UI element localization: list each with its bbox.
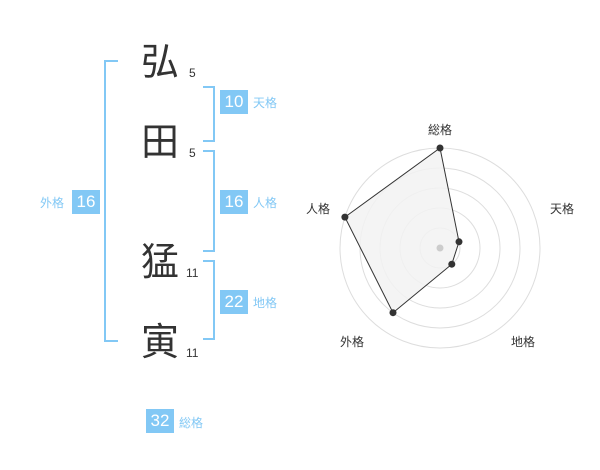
radar-axis-label-tenkaku: 天格 xyxy=(550,202,575,216)
stroke-count-1: 5 xyxy=(189,66,196,80)
radar-chart xyxy=(339,144,541,349)
radar-point-4 xyxy=(389,309,397,317)
gaikaku-bracket xyxy=(104,60,118,342)
soukaku-label: 総格 xyxy=(179,416,204,430)
radar-series-polygon xyxy=(344,147,460,314)
name-char-2: 田 xyxy=(140,120,179,164)
radar-axis-label-jinkaku: 人格 xyxy=(306,202,331,216)
chikaku-value-badge: 22 xyxy=(220,290,248,314)
radar-axis-label-chikaku: 地格 xyxy=(511,335,536,349)
name-char-1: 弘 xyxy=(140,40,179,84)
radar-center-dot xyxy=(436,244,444,252)
soukaku-value-badge: 32 xyxy=(146,409,174,433)
jinkaku-label: 人格 xyxy=(253,196,278,210)
tenkaku-bracket xyxy=(203,86,215,142)
chikaku-label: 地格 xyxy=(253,296,278,310)
radar-point-2 xyxy=(455,238,463,246)
radar-axis-label-soukaku: 総格 xyxy=(428,123,453,137)
chikaku-bracket xyxy=(203,260,215,340)
radar-point-1 xyxy=(436,144,444,152)
stroke-count-2: 5 xyxy=(189,146,196,160)
tenkaku-value-badge: 10 xyxy=(220,90,248,114)
jinkaku-bracket xyxy=(203,150,215,252)
tenkaku-label: 天格 xyxy=(253,96,278,110)
radar-point-5 xyxy=(341,213,349,221)
jinkaku-value-badge: 16 xyxy=(220,190,248,214)
radar-point-3 xyxy=(448,260,456,268)
radar-axis-label-gaikaku: 外格 xyxy=(340,335,365,349)
gaikaku-value-badge: 16 xyxy=(72,190,100,214)
gaikaku-label: 外格 xyxy=(40,196,65,210)
stroke-count-3: 11 xyxy=(186,266,199,280)
name-char-3: 猛 xyxy=(140,240,179,284)
stroke-count-4: 11 xyxy=(186,346,199,360)
name-char-4: 寅 xyxy=(140,320,179,364)
